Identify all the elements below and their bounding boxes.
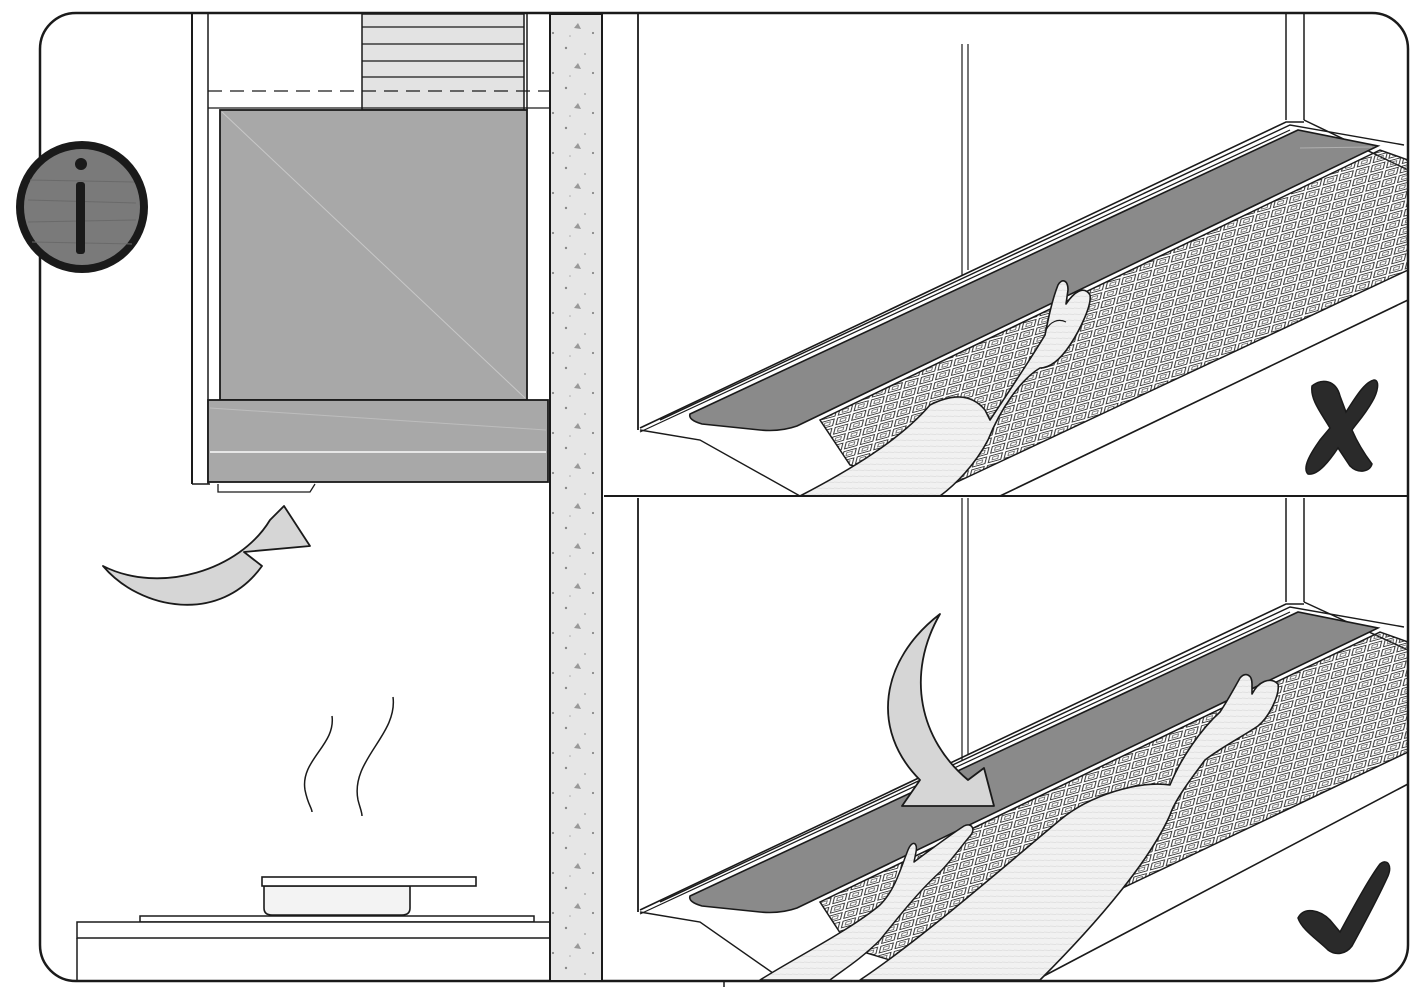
hand-pulling-panel — [859, 673, 1280, 981]
cooktop — [139, 915, 535, 923]
panel-wrong-method — [604, 14, 1409, 497]
info-icon — [16, 141, 148, 273]
filter-panel — [688, 611, 1381, 914]
curved-arrow-down-icon — [887, 613, 995, 807]
wall-section — [549, 13, 603, 982]
cross-icon — [1305, 379, 1379, 475]
hand-pulling-panel — [799, 280, 1091, 497]
filter-latch — [217, 483, 316, 493]
checkmark-icon — [1297, 861, 1391, 955]
cooking-pan — [261, 876, 477, 916]
steam-icon — [303, 696, 394, 817]
hood-canopy — [207, 399, 549, 483]
panel-correct-method — [637, 498, 1409, 981]
countertop — [76, 921, 551, 939]
supporting-hand — [759, 824, 974, 981]
chimney-duct — [361, 13, 525, 111]
left-panel — [76, 13, 551, 981]
curved-arrow-up-icon — [102, 505, 311, 606]
filter-panel — [688, 129, 1381, 432]
